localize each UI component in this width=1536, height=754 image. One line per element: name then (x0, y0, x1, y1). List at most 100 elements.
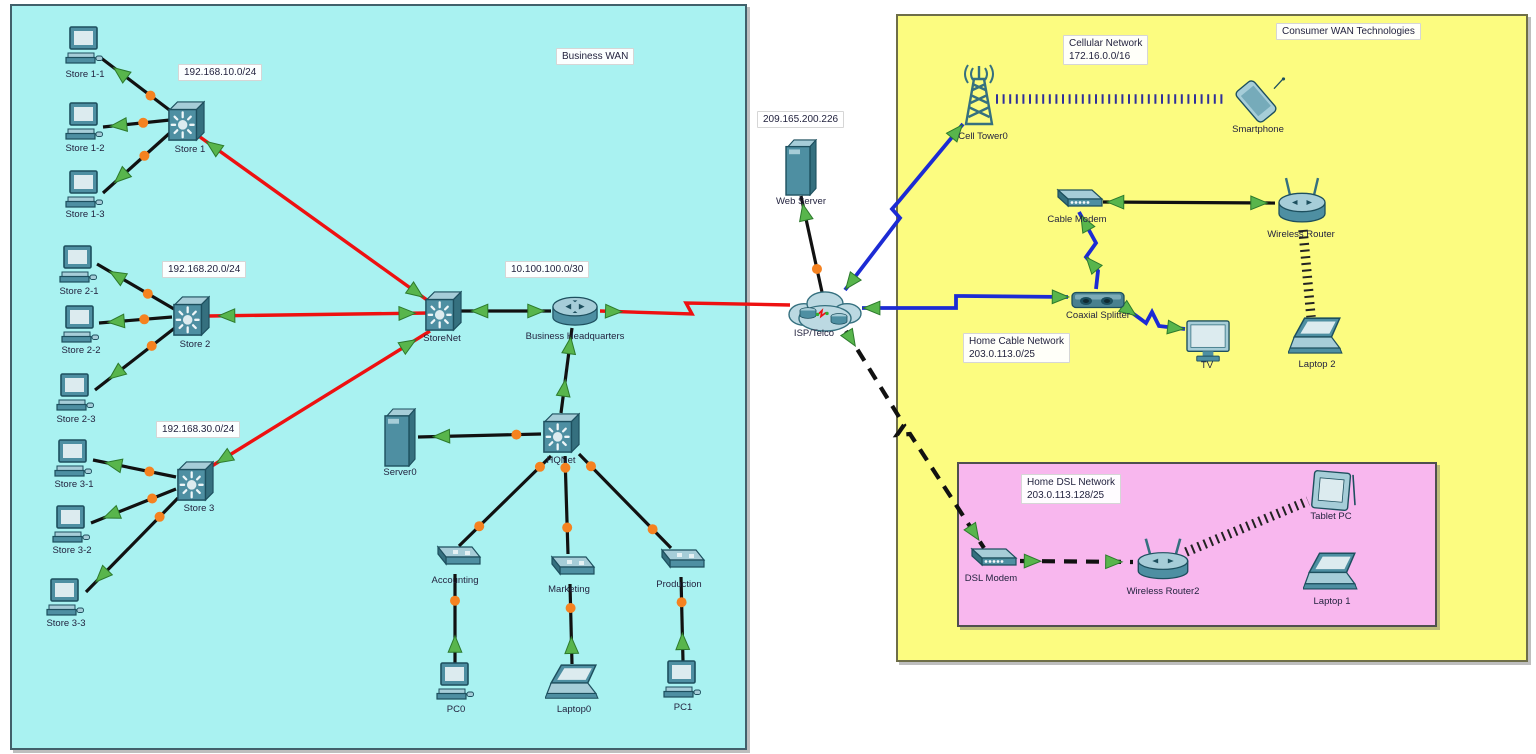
device-hqnet[interactable] (542, 412, 581, 454)
activity-dot-icon (144, 466, 155, 477)
link-status-arrow-icon (112, 66, 132, 84)
net-label: 209.165.200.226 (757, 111, 845, 128)
device-label-store-2-1: Store 2-1 (59, 286, 99, 297)
smartphone-icon (1235, 77, 1286, 123)
link-store2-3-store2[interactable] (94, 325, 177, 392)
device-cell-tower0[interactable] (956, 63, 1002, 129)
net-label-line: 203.0.113.0/25 (969, 349, 1035, 360)
link-store3-storenet[interactable] (206, 329, 431, 471)
pc-icon (436, 662, 474, 700)
device-storenet[interactable] (424, 290, 463, 332)
link-status-arrow-icon (1085, 256, 1103, 276)
link-status-arrow-icon (102, 504, 123, 519)
device-pc0[interactable] (435, 662, 475, 702)
link-status-arrow-icon (963, 521, 980, 542)
link-store2-storenet[interactable] (207, 311, 429, 318)
device-marketing[interactable] (542, 554, 596, 584)
link-status-arrow-icon (1166, 319, 1186, 335)
activity-dot-icon (474, 521, 485, 532)
device-store-1-3[interactable] (64, 170, 104, 210)
device-tablet-pc[interactable] (1304, 470, 1358, 513)
device-dsl-modem[interactable] (964, 545, 1018, 573)
link-status-arrow-icon (844, 270, 863, 291)
link-status-arrow-icon (205, 140, 225, 158)
net-label-line: Cellular Network (1069, 38, 1143, 49)
wrouter-icon (1278, 177, 1326, 223)
device-store-3-1[interactable] (53, 439, 93, 479)
device-tv[interactable] (1186, 319, 1231, 364)
link-store1-storenet[interactable] (199, 135, 435, 307)
device-store-3[interactable] (176, 460, 215, 502)
wrouter-icon (1137, 538, 1189, 580)
tablet-icon (1311, 470, 1356, 511)
net-label-line: Home DSL Network (1027, 477, 1115, 488)
link-status-arrow-icon (945, 123, 964, 143)
pc-icon (663, 660, 701, 698)
device-store-2-1[interactable] (58, 245, 98, 285)
device-store-1-2[interactable] (64, 102, 104, 142)
net-label: 192.168.30.0/24 (156, 421, 241, 438)
device-store-2-2[interactable] (60, 305, 100, 345)
device-label-laptop-2: Laptop 2 (1298, 359, 1336, 370)
device-coaxial-splitter[interactable] (1071, 289, 1125, 311)
net-label-line: 209.165.200.226 (763, 114, 839, 125)
device-pc1[interactable] (662, 660, 702, 700)
device-business-headquarters[interactable] (551, 295, 599, 328)
link-store1-3-store1[interactable] (101, 129, 174, 195)
device-wireless-router2[interactable] (1134, 536, 1192, 586)
link-isp-dslmodem[interactable] (844, 329, 986, 550)
link-wrouter2-tablet[interactable] (1184, 496, 1310, 557)
link-status-arrow-icon (215, 447, 236, 464)
link-status-arrow-icon (839, 327, 856, 348)
activity-dot-icon (534, 461, 545, 472)
switch3d-icon (177, 460, 215, 502)
device-accounting[interactable] (428, 544, 482, 574)
device-label-server0: Server0 (383, 467, 417, 478)
net-label-line: 192.168.20.0/24 (168, 264, 241, 275)
device-label-store-1: Store 1 (174, 144, 206, 155)
link-isp-splitter[interactable] (862, 294, 1069, 310)
pc-icon (54, 439, 92, 477)
device-store-1[interactable] (167, 100, 206, 142)
region-business-wan (10, 4, 747, 750)
server-icon (785, 138, 818, 197)
net-label-line: Business WAN (562, 51, 629, 62)
link-status-arrow-icon (527, 303, 546, 319)
device-store-3-3[interactable] (45, 578, 85, 618)
activity-dot-icon (560, 462, 571, 473)
device-laptop-1[interactable] (1302, 551, 1361, 594)
laptop-icon (1302, 552, 1358, 590)
net-label: 10.100.100.0/30 (505, 261, 590, 278)
activity-dot-icon (154, 511, 165, 522)
net-label-line: 192.168.30.0/24 (162, 424, 235, 435)
activity-dot-icon (146, 340, 157, 351)
device-store-3-2[interactable] (51, 505, 91, 545)
device-server0[interactable] (383, 407, 417, 468)
device-store-2-3[interactable] (55, 373, 95, 413)
device-label-accounting: Accounting (431, 575, 479, 586)
link-wrouter-laptop2[interactable] (1298, 229, 1316, 318)
link-store1-1-store1[interactable] (100, 56, 177, 117)
link-status-arrow-icon (799, 202, 814, 223)
device-production[interactable] (652, 547, 706, 577)
link-hqnet-accounting[interactable] (457, 454, 553, 548)
link-isp-celltower[interactable] (843, 122, 965, 292)
device-laptop-2[interactable] (1287, 316, 1346, 358)
device-wireless-router[interactable] (1275, 175, 1329, 230)
link-bh-isp[interactable] (599, 301, 791, 316)
link-cablemodem-wrouter[interactable] (1102, 200, 1276, 205)
modem-icon (970, 547, 1018, 567)
device-label-store-1-3: Store 1-3 (65, 209, 105, 220)
device-isp-telco[interactable] (786, 288, 864, 335)
device-cable-modem[interactable] (1050, 186, 1104, 214)
device-store-2[interactable] (172, 295, 211, 337)
link-status-arrow-icon (397, 339, 417, 356)
device-store-1-1[interactable] (64, 26, 104, 66)
device-laptop0[interactable] (544, 663, 602, 703)
device-smartphone[interactable] (1228, 74, 1288, 125)
device-label-cable-modem: Cable Modem (1047, 214, 1107, 225)
device-web-server[interactable] (784, 138, 818, 197)
